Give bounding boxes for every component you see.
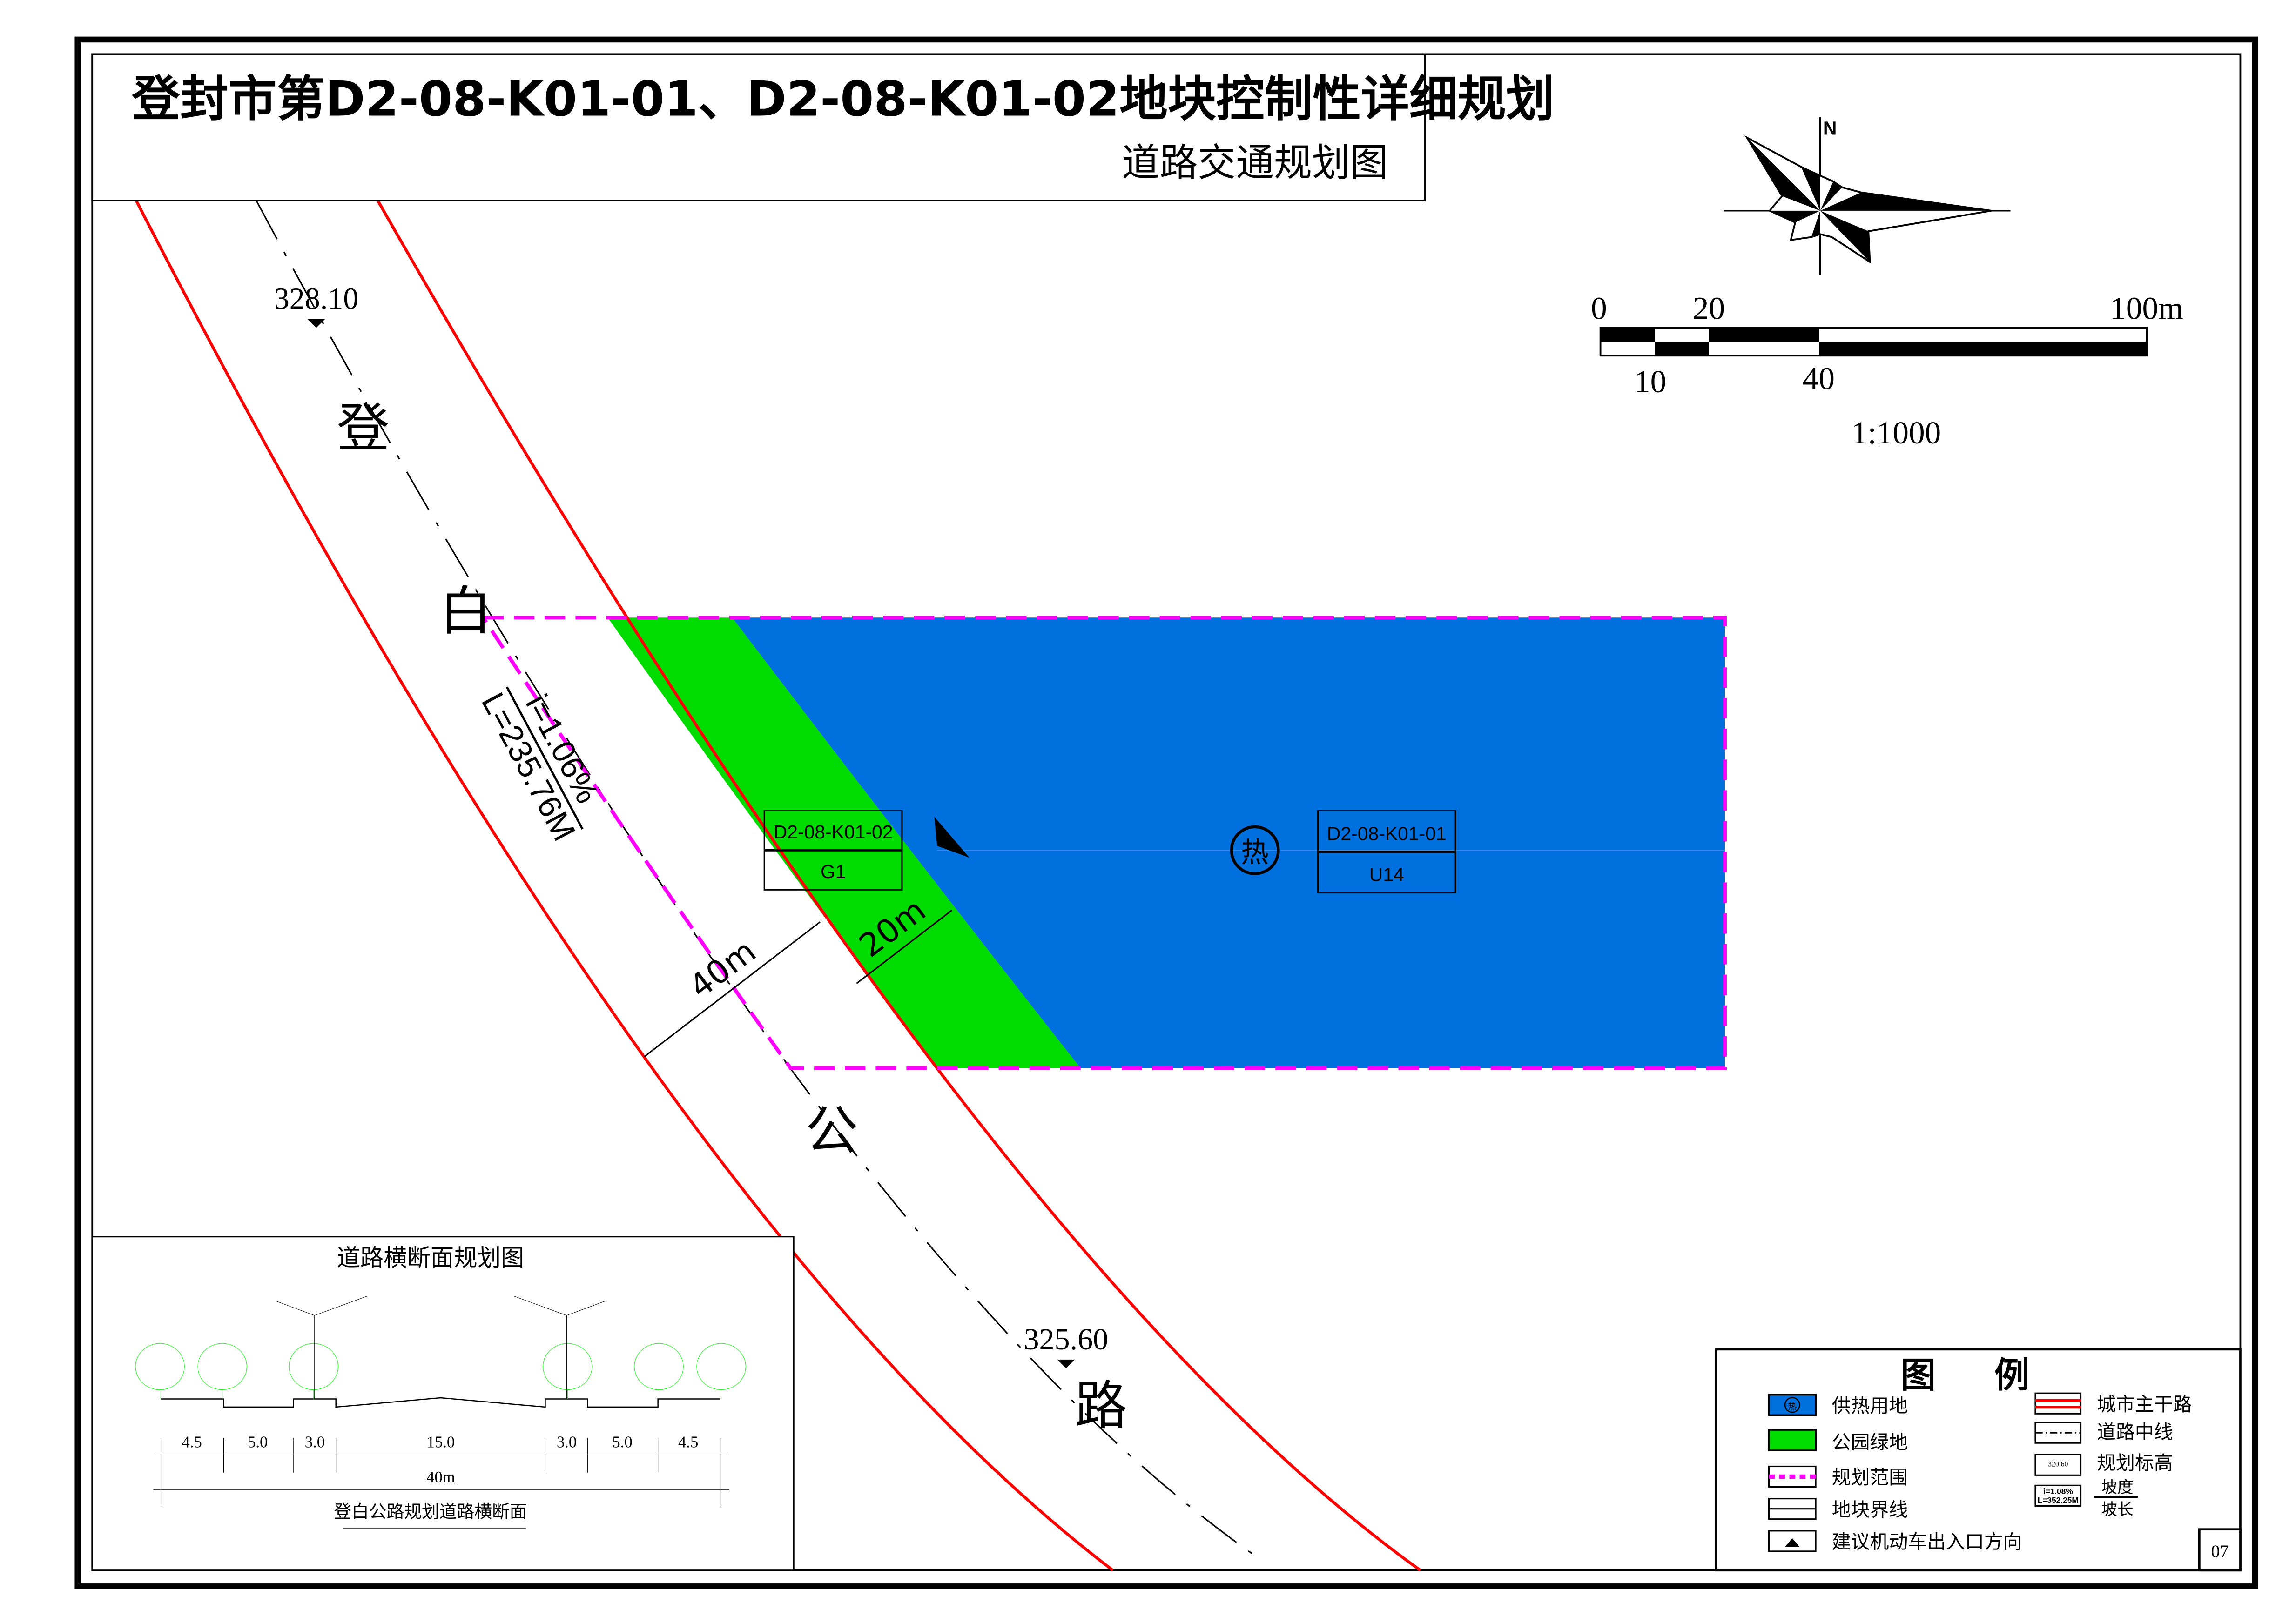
parcel-code: D2-08-K01-01	[1327, 823, 1447, 844]
road-name-char: 白	[439, 580, 492, 642]
legend-label: 地块界线	[1832, 1498, 1908, 1521]
slope-annotation: i=1.06% L=235.76M	[475, 686, 606, 846]
page-number: 07	[2211, 1542, 2229, 1561]
title-block	[91, 53, 1426, 201]
green-width-dimension	[856, 910, 952, 984]
drawing-subtitle: 道路交通规划图	[1122, 141, 1388, 185]
outer-frame	[74, 36, 2258, 1589]
segment-width: 4.5	[182, 1434, 202, 1451]
segment-width: 5.0	[248, 1434, 268, 1451]
parcel-type: U14	[1369, 864, 1404, 885]
legend-sample: i=1.08%	[2043, 1487, 2073, 1496]
legend-label: 供热用地	[1832, 1395, 1908, 1417]
legend-item-park: 公园绿地	[1768, 1429, 1908, 1454]
triangle-icon	[1785, 1538, 1800, 1547]
segment-width: 4.5	[678, 1434, 698, 1451]
road-name-char: 登	[337, 397, 390, 459]
cross-section-panel	[91, 1236, 795, 1571]
road-width-label: 40m	[683, 932, 763, 1006]
heating-symbol-text: 热	[1241, 837, 1269, 869]
cross-section-title: 道路横断面规划图	[337, 1244, 525, 1272]
section-total-width: 40m	[426, 1469, 455, 1486]
legend-label: 公园绿地	[1832, 1431, 1908, 1454]
tree-icons	[135, 1343, 746, 1399]
scale-bar: 0 20 100m 10 40 1:1000	[1591, 290, 2183, 450]
street-lamp-icons	[276, 1296, 605, 1399]
north-arrow-wind-rose: N	[1723, 117, 2011, 275]
legend-item-heating: 热 供热用地	[1768, 1394, 1908, 1417]
vehicle-entrance-arrow-icon	[934, 817, 970, 858]
plan-boundary	[479, 616, 1727, 1070]
elevation-marker-icon	[1057, 1359, 1075, 1368]
parcel-label-g1[interactable]: D2-08-K01-02 G1	[763, 810, 903, 891]
legend-item-boundary: 规划范围	[1768, 1465, 1908, 1489]
road-name-char: 公	[805, 1100, 858, 1161]
road-name-char: 路	[1075, 1375, 1127, 1436]
elevation-label-bottom: 325.60	[1023, 1322, 1108, 1356]
legend-title-char: 图	[1901, 1355, 1936, 1396]
parcel-label-u14[interactable]: D2-08-K01-01 U14	[1317, 810, 1456, 894]
road-edge-left	[135, 200, 1114, 1572]
dimension-lines	[153, 1438, 729, 1529]
legend-label: 建议机动车出入口方向	[1832, 1531, 2022, 1553]
scale-label: 100m	[2110, 290, 2183, 326]
road-width-dimension	[644, 921, 821, 1058]
scale-label: 10	[1634, 363, 1666, 399]
legend-item-entrance: 建议机动车出入口方向	[1768, 1530, 2022, 1553]
drawing-title: 登封市第D2-08-K01-01、D2-08-K01-02地块控制性详细规划	[131, 71, 1554, 127]
legend-title-char: 例	[1994, 1355, 2029, 1396]
road-profile	[161, 1398, 720, 1407]
page-number-box	[2198, 1528, 2242, 1572]
heating-land-parcel[interactable]	[732, 617, 1725, 1068]
parcel-type: G1	[821, 861, 846, 882]
legend-item-elevation: 320.60 规划标高	[2034, 1452, 2173, 1476]
scale-label: 20	[1693, 290, 1725, 326]
legend-item-parcel-line: 地块界线	[1768, 1498, 1908, 1521]
legend-label: 道路中线	[2097, 1421, 2173, 1443]
legend-label: 规划范围	[1832, 1466, 1908, 1489]
legend-label: 坡长	[2101, 1500, 2134, 1519]
parcel-code: D2-08-K01-02	[774, 821, 893, 843]
legend-label: 规划标高	[2097, 1452, 2173, 1474]
legend-label: 坡度	[2101, 1478, 2134, 1497]
scale-label: 0	[1591, 290, 1607, 326]
segment-width: 3.0	[305, 1434, 325, 1451]
north-label: N	[1823, 117, 1837, 139]
segment-width: 15.0	[427, 1434, 455, 1451]
elevation-label-top: 328.10	[274, 282, 359, 316]
park-green-parcel[interactable]	[607, 617, 1081, 1068]
legend-sample: 320.60	[2048, 1460, 2068, 1468]
segment-width: 3.0	[557, 1434, 577, 1451]
legend-sample: L=352.25M	[2038, 1496, 2079, 1505]
legend-item-centerline: 道路中线	[2034, 1421, 2173, 1444]
legend-item-slope: i=1.08% L=352.25M 坡度 坡长	[2034, 1478, 2138, 1519]
legend-label: 城市主干路	[2097, 1393, 2192, 1415]
elevation-marker-icon	[307, 319, 325, 328]
cross-section-drawing	[135, 1296, 746, 1529]
legend-heating-symbol: 热	[1788, 1402, 1797, 1412]
segment-width: 5.0	[612, 1434, 632, 1451]
cross-section-caption: 登白公路规划道路横断面	[334, 1502, 527, 1522]
heating-symbol-icon	[1230, 825, 1280, 875]
scale-label: 40	[1803, 361, 1835, 396]
legend-item-main-road: 城市主干路	[2034, 1392, 2192, 1415]
scale-ratio: 1:1000	[1852, 415, 1941, 450]
